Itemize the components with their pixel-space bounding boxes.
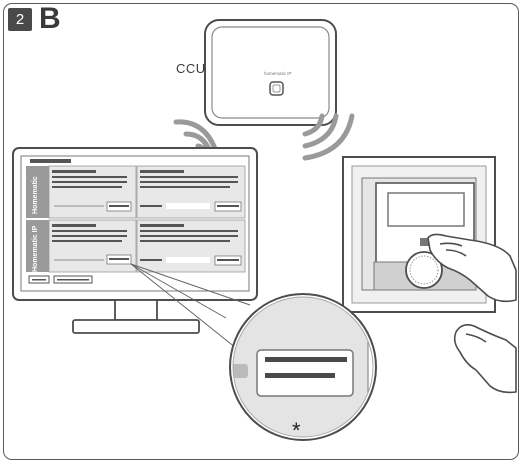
thermostat-dial	[405, 251, 443, 289]
ccu-label: CCU	[176, 61, 206, 76]
callout-connector	[130, 263, 251, 349]
sidebar-label-homematic: Homematic	[32, 176, 39, 214]
ccu-led-button	[269, 81, 284, 96]
footnote-asterisk: *	[292, 418, 301, 443]
ccu-device	[204, 19, 337, 126]
step-number-badge: 2	[8, 8, 32, 31]
sidebar-homematic-ip	[26, 220, 49, 272]
thermostat-system-button	[420, 238, 430, 246]
signal-waves-right-icon	[302, 113, 355, 161]
section-letter: B	[39, 2, 61, 35]
magnifier-callout	[229, 293, 377, 441]
sidebar-label-homematic-ip: Homematic IP	[32, 225, 39, 272]
thermostat-display	[387, 192, 465, 227]
ccu-brand-logo: homematic IP	[264, 71, 292, 76]
hand-lower-icon	[453, 324, 517, 394]
monitor	[12, 147, 258, 334]
sidebar-homematic	[26, 166, 49, 218]
hand-icon	[427, 233, 517, 303]
wall-thermostat	[342, 156, 496, 313]
app-header-bar	[30, 159, 71, 163]
